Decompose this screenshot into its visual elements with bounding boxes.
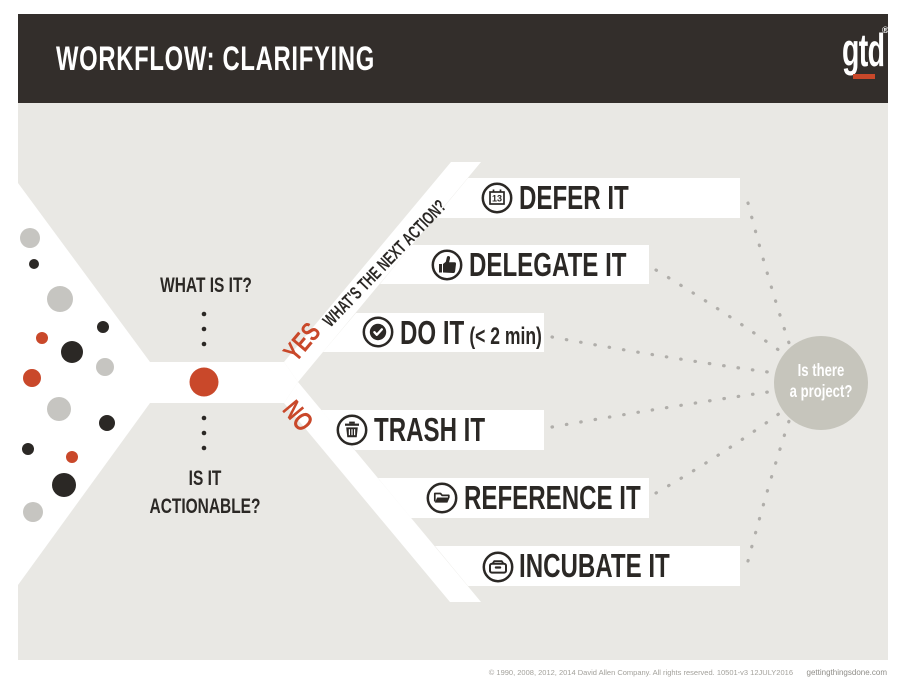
incubate-connector xyxy=(746,419,791,563)
do-it-time-suffix: (< 2 min) xyxy=(469,323,542,350)
project-question-text: Is there a project? xyxy=(784,360,859,402)
header-bar xyxy=(18,14,888,103)
gtd-logo: gtd xyxy=(842,24,885,76)
no-branch-band xyxy=(284,382,481,602)
delegate-it-label: DELEGATE IT xyxy=(469,246,627,283)
incubate-banner xyxy=(435,546,740,586)
defer-banner xyxy=(435,178,740,218)
website-text: gettingthingsdone.com xyxy=(806,668,888,677)
defer-it-label: DEFER IT xyxy=(519,179,629,216)
calendar-icon: 13 xyxy=(481,182,513,214)
trash-icon xyxy=(336,414,368,446)
funnel-mouth xyxy=(18,183,150,585)
current-item-dot xyxy=(189,367,219,397)
thumbs-up-icon xyxy=(431,249,463,281)
actionable-dotted-ladder xyxy=(201,415,207,451)
project-question-line2: a project? xyxy=(789,381,853,401)
registered-mark: ® xyxy=(882,25,889,35)
do-banner xyxy=(323,313,544,352)
delegate-connector xyxy=(654,268,782,353)
inbox-box-icon xyxy=(482,551,514,583)
is-it-line2: ACTIONABLE? xyxy=(149,494,261,518)
trash-banner xyxy=(321,410,544,450)
open-folder-icon xyxy=(426,482,458,514)
reference-banner xyxy=(378,478,649,518)
project-connector-lines xyxy=(550,201,791,563)
calendar-day-number: 13 xyxy=(492,193,502,203)
what-is-it-question: WHAT IS IT? xyxy=(160,273,252,297)
do-it-text: DO IT xyxy=(400,314,465,351)
action-banners xyxy=(321,178,740,586)
is-it-actionable-question: IS IT ACTIONABLE? xyxy=(133,464,277,520)
do-it-label: DO IT(< 2 min) xyxy=(400,313,542,353)
project-question-circle xyxy=(774,336,868,430)
input-stuff-dots xyxy=(20,228,115,522)
is-it-line1: IS IT xyxy=(188,466,222,490)
project-question-line1: Is there xyxy=(797,360,845,380)
do-connector xyxy=(550,335,777,375)
delegate-banner xyxy=(380,245,649,284)
yes-branch-band xyxy=(284,162,481,382)
funnel-shape xyxy=(18,162,481,602)
reference-it-label: REFERENCE IT xyxy=(464,479,641,516)
funnel-throat xyxy=(150,362,298,403)
reference-connector xyxy=(654,411,782,495)
clock-check-icon xyxy=(362,316,394,348)
trash-it-label: TRASH IT xyxy=(374,411,486,448)
page-title: WORKFLOW: CLARIFYING xyxy=(56,40,375,78)
defer-connector xyxy=(746,201,791,345)
logo-underline-accent xyxy=(853,74,875,79)
what-is-it-dotted-ladder xyxy=(201,311,207,347)
copyright-text: © 1990, 2008, 2012, 2014 David Allen Com… xyxy=(488,668,793,677)
trash-connector xyxy=(550,389,777,429)
incubate-it-label: INCUBATE IT xyxy=(519,547,670,584)
